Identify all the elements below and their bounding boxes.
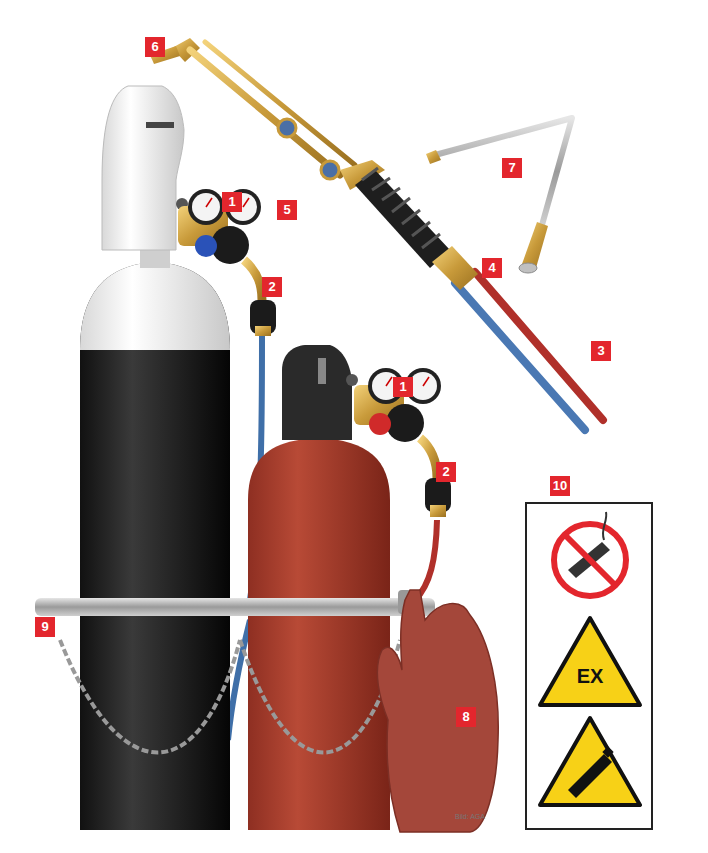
callout-number: 4	[482, 258, 502, 278]
callout-number: 10	[550, 476, 570, 496]
callout-number: 9	[35, 617, 55, 637]
callout-number: 7	[502, 158, 522, 178]
callout-number: 2	[262, 277, 282, 297]
callout-number: 3	[591, 341, 611, 361]
image-credit: Bild: AGA	[455, 812, 485, 821]
callout-number: 1	[222, 192, 242, 212]
callout-number: 6	[145, 37, 165, 57]
callout-number: 1	[393, 377, 413, 397]
callout-number: 2	[436, 462, 456, 482]
callout-number: 5	[277, 200, 297, 220]
callout-number: 8	[456, 707, 476, 727]
hazard-symbol-text: EX	[577, 665, 604, 687]
